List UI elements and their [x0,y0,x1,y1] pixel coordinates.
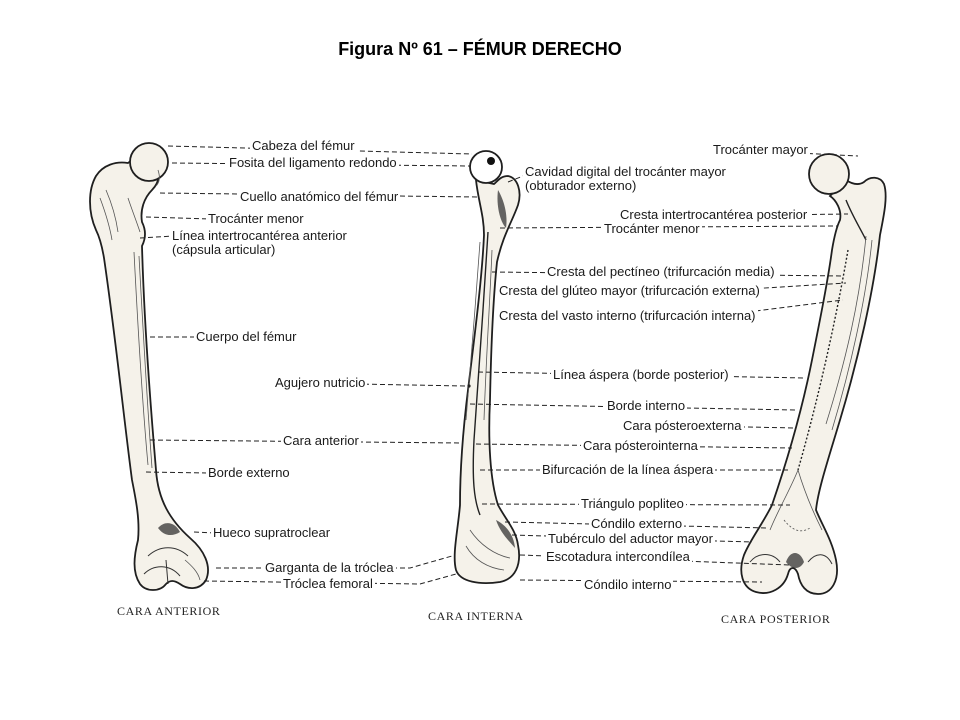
linea-aspera-posterior [797,249,849,471]
label-garganta-troclea: Garganta de la tróclea [263,560,396,575]
leader-linea-intertrocanterea [139,235,175,239]
label-hueco-supratroclear: Hueco supratroclear [211,525,333,540]
caption-cara-posterior: CARA POSTERIOR [721,612,831,626]
label-triangulo-popliteo: Triángulo popliteo [579,496,686,511]
leader-borde-externo [145,471,211,474]
label-condilo-interno: Cóndilo interno [582,577,674,592]
femoral-head-internal [469,150,503,184]
femur-posterior-body [740,176,887,595]
label-escotadura-intercondilea: Escotadura intercondílea [544,549,692,564]
label-linea-aspera: Línea áspera (borde posterior) [551,367,731,382]
label-trocanter-menor-anterior: Trocánter menor [206,211,306,226]
label-cara-posteroexterna: Cara pósteroexterna [621,418,744,433]
caption-cara-anterior: CARA ANTERIOR [117,604,221,618]
label-condilo-externo: Cóndilo externo [589,516,685,531]
caption-cara-interna: CARA INTERNA [428,609,524,623]
femoral-head-posterior [808,153,850,195]
label-trocanter-mayor: Trocánter mayor [711,142,810,157]
supratrochlear-hollow [158,523,180,536]
figure-title: Figura Nº 61 – FÉMUR DERECHO [338,39,622,59]
label-borde-externo: Borde externo [206,465,292,480]
leader-trocanter-menor-anterior [145,216,211,220]
label-bifurcacion-linea-aspera: Bifurcación de la línea áspera [540,462,716,477]
femur-posterior-view [740,153,887,595]
label-troclea-femoral: Tróclea femoral [281,576,375,591]
label-cresta-intertrocanterea-posterior: Cresta intertrocantérea posterior [618,207,810,222]
label-cresta-pectineo: Cresta del pectíneo (trifurcación media) [545,264,777,279]
leader-escotadura [519,554,791,566]
intertrochanteric-crest [845,199,867,241]
femur-internal-view [453,150,521,584]
fovea-capitis [487,157,495,165]
nutrient-foramen [467,384,471,388]
label-cavidad-digital: Cavidad digital del trocánter mayor [523,164,728,179]
label-cuerpo-del-femur: Cuerpo del fémur [194,329,299,344]
linea-aspera-internal [472,231,489,516]
label-tuberculo-aductor-mayor: Tubérculo del aductor mayor [546,531,715,546]
label-trocanter-menor-interna: Trocánter menor [602,221,702,236]
leader-troclea [203,573,457,585]
femur-anterior-view [89,142,209,591]
leader-cuello [159,192,478,198]
label-cara-anterior: Cara anterior [281,433,361,448]
label-linea-intertrocanterea: Línea intertrocantérea anterior [170,228,349,243]
leader-cara-posterointerna [475,443,793,449]
label-fosita-ligamento-redondo: Fosita del ligamento redondo [227,155,399,170]
trochlea-anterior [147,547,189,557]
label-capsula-articular: (cápsula articular) [170,242,278,257]
label-cresta-gluteo-mayor: Cresta del glúteo mayor (trifurcación ex… [497,283,762,298]
leader-fosita [171,162,472,167]
label-cresta-vasto-interno: Cresta del vasto interno (trifurcación i… [497,308,758,323]
label-borde-interno: Borde interno [605,398,688,413]
femoral-head-anterior [129,142,169,182]
label-cuello-anatomico: Cuello anatómico del fémur [238,189,401,204]
label-agujero-nutricio: Agujero nutricio [273,375,368,390]
intercondylar-notch [786,553,804,568]
label-cara-posterointerna: Cara pósterointerna [581,438,700,453]
label-cabeza-del-femur: Cabeza del fémur [250,138,357,153]
label-obturador-externo: (obturador externo) [523,178,639,193]
